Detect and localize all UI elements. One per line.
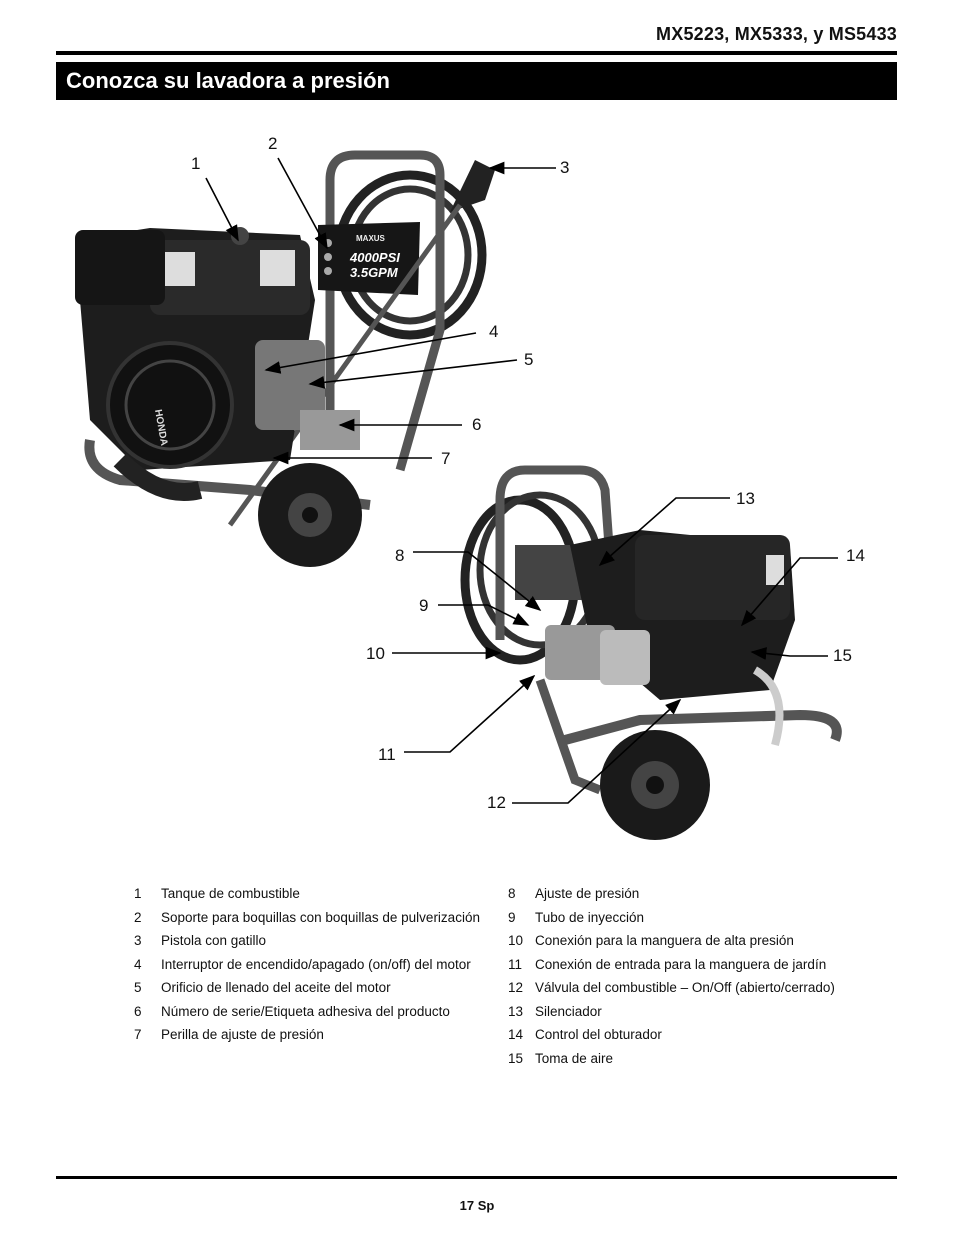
legend-item-number: 11 — [508, 956, 523, 972]
callout-10: 10 — [366, 644, 385, 663]
legend-item: 14 Control del obturador — [508, 1026, 878, 1044]
callout-12: 12 — [487, 793, 506, 812]
bottom-rule — [56, 1176, 897, 1179]
legend-item-number: 14 — [508, 1027, 524, 1042]
front-view-machine: MAXUS 4000PSI 3.5GPM HONDA — [75, 150, 495, 567]
legend-item: 8 Ajuste de presión — [508, 885, 878, 903]
legend-item-text: Conexión para la manguera de alta presió… — [535, 933, 794, 948]
callout-3: 3 — [560, 158, 570, 177]
legend-item: 15 Toma de aire — [508, 1050, 878, 1068]
legend-item: 6 Número de serie/Etiqueta adhesiva del p… — [134, 1003, 484, 1021]
legend-item-number: 2 — [134, 909, 142, 925]
section-title: Conozca su lavadora a presión — [66, 68, 390, 93]
legend-item-text: Tanque de combustible — [161, 886, 300, 901]
legend-item-text: Soporte para boquillas con boquillas de … — [161, 909, 480, 925]
callout-15: 15 — [833, 646, 852, 665]
legend-item: 9 Tubo de inyección — [508, 909, 878, 927]
legend-item: 2 Soporte para boquillas con boquillas de… — [134, 909, 484, 927]
model-header: MX5223, MX5333, y MS5433 — [656, 24, 897, 44]
placard-pressure: 4000PSI — [349, 250, 400, 265]
legend-item-number: 9 — [508, 909, 516, 925]
callout-11: 11 — [378, 745, 396, 764]
callout-leaders — [205, 157, 838, 804]
legend-item-number: 5 — [134, 980, 142, 995]
top-rule — [56, 51, 897, 55]
legend-item-number: 3 — [134, 933, 142, 948]
callout-5: 5 — [524, 350, 534, 369]
legend-item-number: 13 — [508, 1003, 524, 1019]
placard-flow: 3.5GPM — [350, 265, 399, 280]
callout-8: 8 — [395, 546, 405, 565]
legend-item-text: Conexión de entrada para la manguera de … — [535, 956, 827, 972]
legend-item-number: 4 — [134, 956, 142, 972]
spec-placard: MAXUS 4000PSI 3.5GPM — [318, 222, 420, 295]
callout-6: 6 — [472, 415, 482, 434]
legend-item: 7 Perilla de ajuste de presión — [134, 1026, 484, 1044]
legend-item: 4 Interruptor de encendido/apagado (on/of… — [134, 956, 484, 974]
legend-item-number: 8 — [508, 886, 516, 901]
legend-item-text: Tubo de inyección — [535, 909, 645, 925]
legend-item: 5 Orificio de llenado del aceite del moto… — [134, 979, 484, 997]
section-title-bar: Conozca su lavadora a presión — [56, 62, 897, 100]
legend-item: 11 Conexión de entrada para la manguera d… — [508, 956, 878, 974]
callout-1: 1 — [191, 154, 201, 173]
legend-item-text: Número de serie/Etiqueta adhesiva del pr… — [161, 1003, 450, 1019]
legend-item-number: 10 — [508, 933, 524, 948]
legend-item-number: 15 — [508, 1050, 524, 1066]
callout-2: 2 — [268, 134, 278, 153]
rear-view-machine — [460, 465, 842, 840]
legend-item: 10 Conexión para la manguera de alta pres… — [508, 932, 878, 950]
legend-item-number: 6 — [134, 1003, 142, 1019]
legend-item: 1 Tanque de combustible — [134, 885, 484, 903]
legend-item-text: Pistola con gatillo — [161, 933, 267, 948]
placard-brand: MAXUS — [356, 234, 386, 243]
legend-item-text: Válvula del combustible – On/Off (abiert… — [535, 980, 835, 995]
callout-7: 7 — [441, 449, 451, 468]
legend-item-text: Toma de aire — [535, 1050, 614, 1066]
callout-14: 14 — [846, 546, 865, 565]
callout-4: 4 — [489, 322, 499, 341]
legend-item-text: Ajuste de presión — [535, 886, 640, 901]
legend-item-text: Interruptor de encendido/apagado (on/off… — [161, 956, 471, 972]
callout-9: 9 — [419, 596, 429, 615]
callout-13: 13 — [736, 489, 755, 508]
legend-item-text: Silenciador — [535, 1003, 602, 1019]
legend-item-number: 7 — [134, 1027, 142, 1042]
legend-item: 3 Pistola con gatillo — [134, 932, 484, 950]
legend-item: 13 Silenciador — [508, 1003, 878, 1021]
legend-item-text: Perilla de ajuste de presión — [161, 1027, 324, 1042]
legend-item-text: Orificio de llenado del aceite del motor — [161, 980, 391, 995]
legend-item-number: 12 — [508, 980, 524, 995]
legend-item-text: Control del obturador — [535, 1027, 662, 1042]
page-number: 17 Sp — [459, 1198, 495, 1213]
legend-item-number: 1 — [134, 886, 142, 901]
parts-legend-left: 1 Tanque de combustible 2 Soporte para boqu… — [134, 885, 484, 1050]
legend-item: 12 Válvula del combustible – On/Off (abie… — [508, 979, 878, 997]
